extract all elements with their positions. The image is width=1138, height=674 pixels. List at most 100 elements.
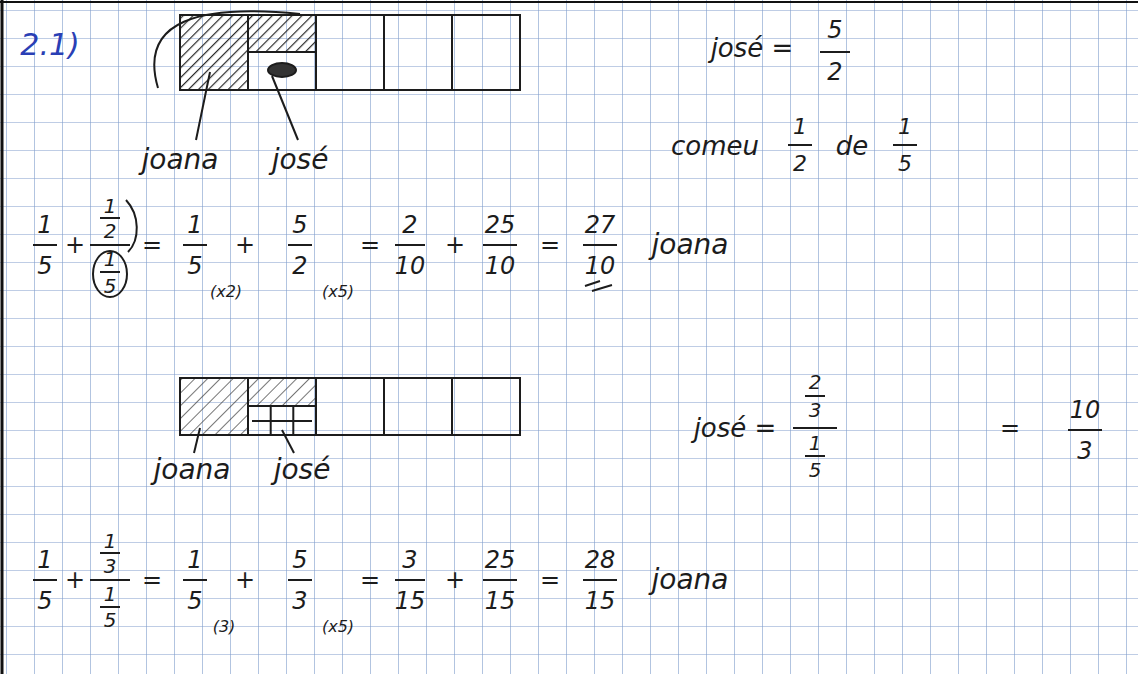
handwritten-text: 1 [809,433,822,453]
handwritten-text: 3 [402,548,417,572]
handwritten-text: joana [652,231,729,259]
handwritten-text: 3 [1077,439,1092,463]
handwritten-text: 2 [793,153,807,175]
hatched-cell [180,15,248,90]
handwritten-text: 5 [187,254,202,278]
handwritten-text: 15 [485,589,516,613]
handwritten-text: 27 [585,213,616,237]
handwritten-text: josé [272,146,329,174]
fraction-line [33,218,617,272]
fraction-bar-two [180,378,520,453]
handwritten-text: 1 [104,584,117,604]
handwritten-text: + [235,568,255,592]
handwritten-text: 1 [793,116,807,138]
cell-dividers [248,378,452,435]
hatched-cell [248,15,316,52]
handwritten-text: (x5) [322,619,354,635]
handwritten-text: = [540,568,560,592]
handwritten-text: 2 [402,213,417,237]
handwritten-text: + [445,568,465,592]
handwritten-text: comeu [671,133,759,159]
handwritten-text: joana [652,566,729,594]
fraction-line [33,553,617,607]
underline-marks [585,281,612,291]
fraction-line [788,52,917,145]
handwritten-text: 2 [292,254,307,278]
handwritten-text: 5 [37,589,52,613]
handwritten-text: + [445,233,465,257]
handwritten-text: 25 [485,213,516,237]
handwritten-text: 2 [827,60,842,84]
handwritten-text: 1 [104,531,117,551]
hatched-cell [248,378,316,406]
leader-line [272,76,298,140]
handwritten-text: josé = [694,415,777,441]
handwritten-text: joana [142,146,219,174]
handwritten-text: joana [154,456,231,484]
page-border [0,1,1138,3]
handwritten-text: 15 [395,589,426,613]
handwritten-text: 5 [292,213,307,237]
handwritten-text: 15 [585,589,616,613]
handwritten-text: 10 [585,254,616,278]
handwritten-text: = [1000,416,1020,440]
handwritten-text: 2 [809,372,822,392]
handwritten-text: 5 [104,610,117,630]
scribble [268,63,296,77]
handwritten-text: = [540,233,560,257]
handwritten-text: (3) [213,619,236,635]
leader-line [196,72,210,140]
handwritten-text: 5 [37,254,52,278]
handwritten-text: 3 [292,589,307,613]
handwritten-text: 10 [395,254,426,278]
handwritten-text: + [235,233,255,257]
handwritten-text: 1 [37,548,52,572]
leader-line [194,428,200,453]
bar-outline [180,378,520,435]
leader-line [282,430,294,453]
handwritten-text: 1 [104,249,117,269]
fraction-bar-one [154,11,520,140]
page-border [1,0,4,674]
handwritten-text: 5 [104,276,117,296]
handwritten-text: 5 [809,460,822,480]
handwritten-text: = [360,233,380,257]
handwritten-text: 5 [827,18,842,42]
hatched-cell [180,378,248,435]
handwritten-text: + [65,568,85,592]
cell-dividers [248,15,452,90]
handwritten-text: 3 [809,400,822,420]
handwritten-text: (x2) [210,284,242,300]
handwritten-text: 3 [104,556,117,576]
fraction-lines [33,52,1102,607]
handwritten-text: josé = [711,35,794,61]
handwritten-text: 5 [187,589,202,613]
handwritten-text: de [836,133,869,159]
handwritten-text: + [65,233,85,257]
handwritten-text: 1 [104,196,117,216]
handwritten-text: = [360,568,380,592]
handwritten-text: = [142,568,162,592]
handwritten-text: 1 [898,116,912,138]
handwritten-text: 2 [104,221,117,241]
handwritten-text: 5 [292,548,307,572]
fraction-line [793,396,1102,456]
handwritten-text: josé [274,456,331,484]
bar-outline [180,15,520,90]
bracket-mark [126,200,137,252]
handwritten-text: 5 [898,153,912,175]
handwritten-text: 25 [485,548,516,572]
handwritten-text: 2.1) [20,30,79,60]
handwritten-text: 28 [585,548,616,572]
handwritten-text: 10 [485,254,516,278]
curved-mark [154,11,300,88]
handwritten-text: 1 [37,213,52,237]
handwritten-text: = [142,233,162,257]
handwritten-text: (x5) [322,284,354,300]
handwritten-text: 1 [187,213,202,237]
handwritten-text: 10 [1070,398,1101,422]
handwritten-text: 1 [187,548,202,572]
